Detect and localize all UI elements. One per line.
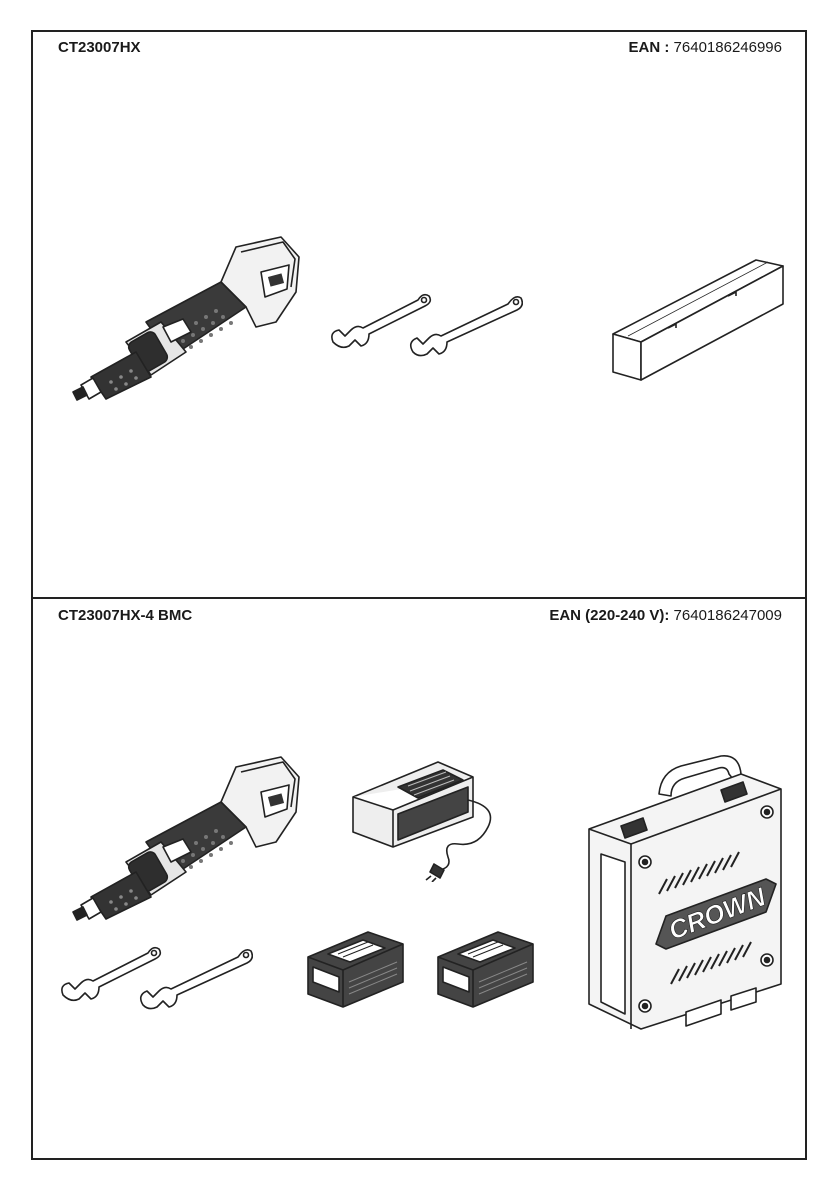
section-divider [33,597,805,599]
ean-value-2: 7640186247009 [674,607,782,624]
battery-illustration-2 [433,922,543,1012]
die-grinder-illustration-1 [51,227,311,402]
product-sheet: CT23007HX EAN : 7640186246996 [31,30,807,1160]
wrenches-illustration-2 [53,937,253,1017]
wrenches-illustration-1 [323,284,523,364]
ean-label-2: EAN (220-240 V): [549,607,669,624]
ean-2: EAN (220-240 V): 7640186247009 [549,607,782,625]
ean-value-1: 7640186246996 [674,39,782,56]
ean-1: EAN : 7640186246996 [629,39,782,57]
ean-label-1: EAN : [629,39,670,56]
charger-illustration [348,752,513,882]
model-title-2: CT23007HX-4 BMC [58,607,192,625]
battery-illustration-1 [303,922,413,1012]
die-grinder-illustration-2 [51,747,311,922]
model-title-1: CT23007HX [58,39,141,57]
carry-case-illustration: CROWN [581,744,791,1034]
box-illustration [608,252,788,382]
